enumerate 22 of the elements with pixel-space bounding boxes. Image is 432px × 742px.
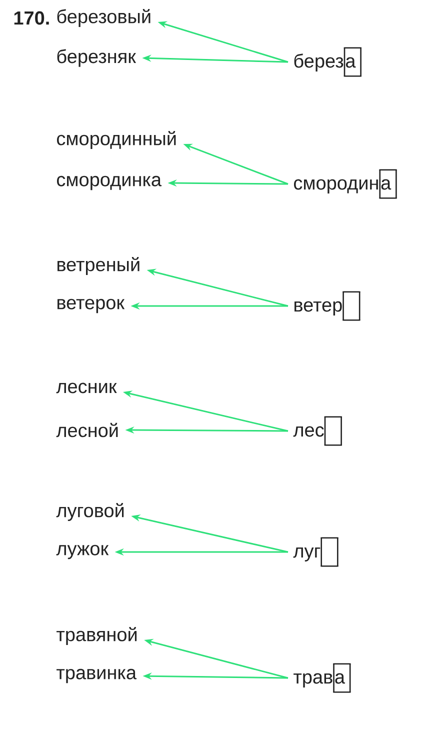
word: лес xyxy=(293,426,324,437)
ending-box: а xyxy=(379,169,397,199)
word: лесной xyxy=(56,422,118,438)
ending-box: а xyxy=(344,47,362,77)
word: травинка xyxy=(56,668,137,684)
word: смородинный xyxy=(57,130,176,150)
ending-box: а xyxy=(333,663,351,693)
word: ветерок xyxy=(58,298,125,314)
word: луг xyxy=(293,547,320,562)
word: смородинка xyxy=(57,176,162,190)
word: берез xyxy=(294,54,344,72)
word: трав xyxy=(294,673,332,688)
word: луговой xyxy=(56,502,124,522)
word: ветреный xyxy=(58,256,140,276)
word: лужок xyxy=(56,544,109,560)
word: березовый xyxy=(57,8,150,28)
word: лесник xyxy=(56,382,117,394)
exercise-number: 170. xyxy=(14,11,49,25)
word: смородин xyxy=(294,179,378,194)
word: ветер xyxy=(294,301,342,316)
word: березняк xyxy=(57,49,136,67)
word: травяной xyxy=(56,626,137,646)
